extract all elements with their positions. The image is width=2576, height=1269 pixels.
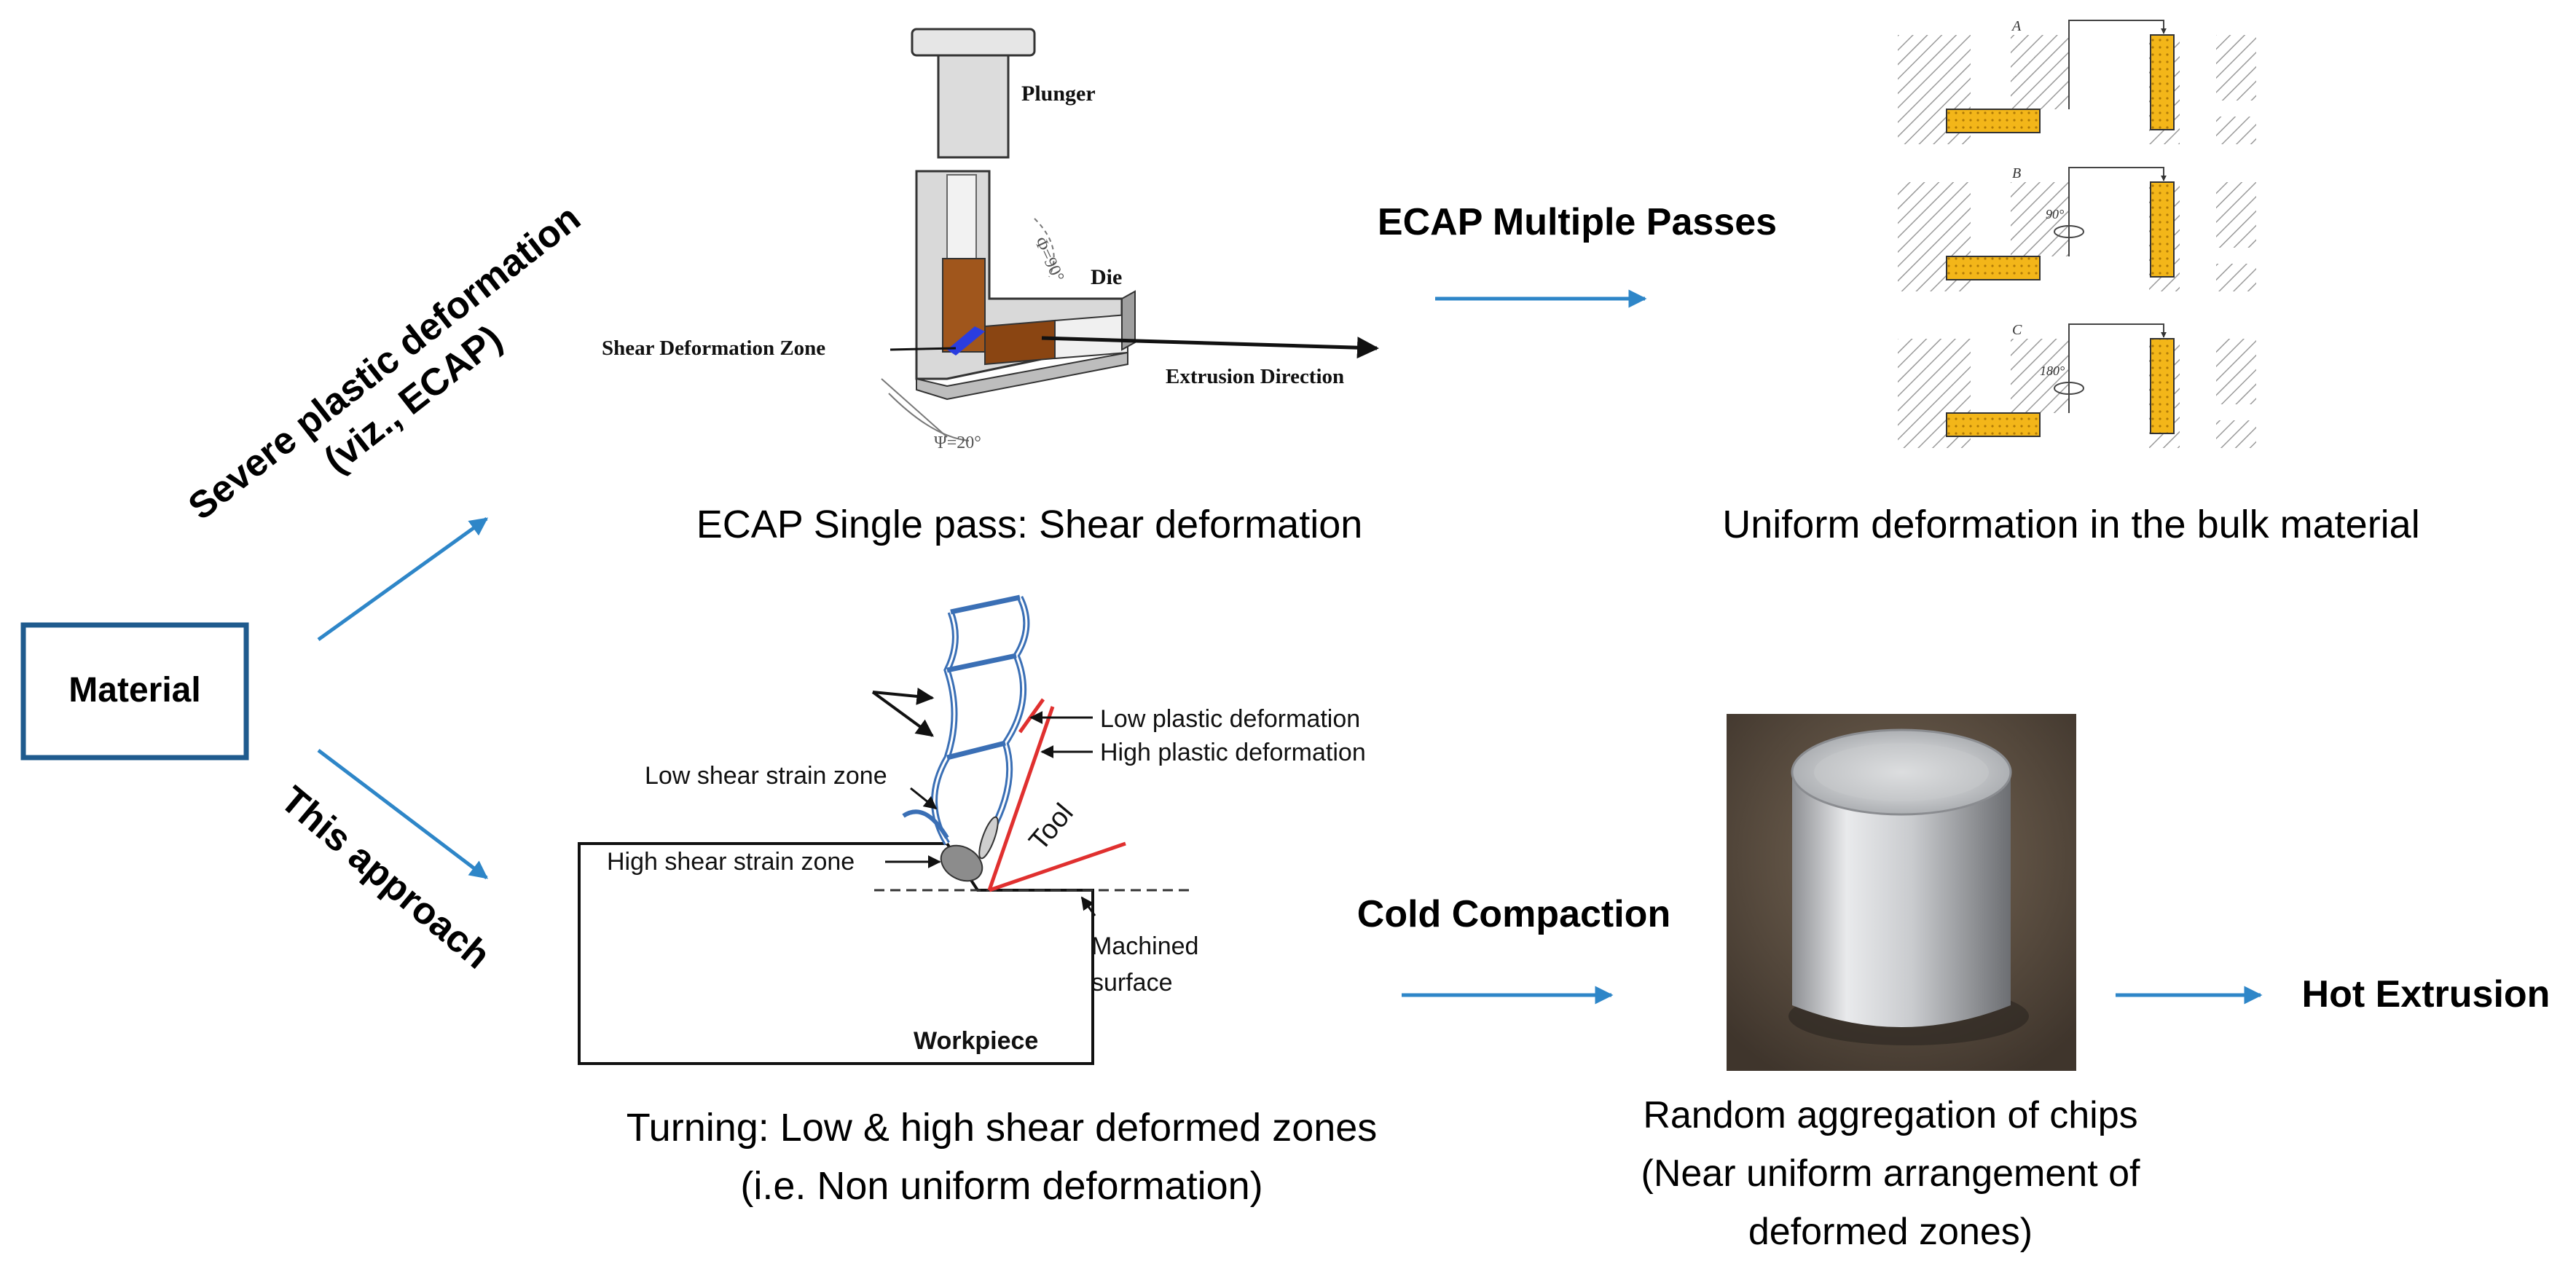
extrusion-arrow: [1041, 336, 1379, 359]
ecap-route-diagrams: A B 90° C 180°: [1898, 18, 2256, 448]
cold-compaction-label: Cold Compaction: [1357, 893, 1670, 935]
route-c-label: C: [2012, 322, 2022, 338]
high-plastic-label: High plastic deformation: [1100, 739, 1366, 766]
route-b-label: B: [2012, 165, 2021, 181]
high-shear-label: High shear strain zone: [607, 848, 855, 876]
die-label: Die: [1091, 265, 1122, 289]
branch-arrow-top: [317, 516, 489, 642]
turning-illustration: [578, 594, 1195, 1065]
low-plastic-label: Low plastic deformation: [1100, 705, 1360, 733]
tool-label: Tool: [1024, 798, 1080, 856]
compaction-caption-line3: deformed zones): [1748, 1211, 2033, 1253]
ecap-single-pass-caption: ECAP Single pass: Shear deformation: [696, 503, 1363, 546]
psi-angle-label: Ψ=20°: [934, 433, 981, 452]
hot-extrusion-label: Hot Extrusion: [2302, 973, 2551, 1015]
compacted-billet-photo: [1727, 714, 2076, 1071]
low-shear-label: Low shear strain zone: [645, 762, 887, 790]
compaction-caption-line1: Random aggregation of chips: [1643, 1094, 2137, 1136]
extrusion-direction-label: Extrusion Direction: [1166, 365, 1344, 388]
uniform-deformation-caption: Uniform deformation in the bulk material: [1722, 503, 2419, 546]
branch-label-bottom: This approach: [272, 779, 498, 978]
material-label: Material: [68, 671, 200, 710]
branch-label-top-line1: Severe plastic deformation: [181, 197, 588, 528]
ecap-die-illustration: [881, 28, 1136, 441]
workpiece-label: Workpiece: [914, 1027, 1038, 1055]
route-a-label: A: [2011, 18, 2022, 34]
material-box: [20, 622, 249, 761]
route-c-rotation: 180°: [2040, 364, 2065, 378]
compaction-caption-line2: (Near uniform arrangement of: [1641, 1152, 2141, 1195]
turning-caption-line2: (i.e. Non uniform deformation): [740, 1164, 1263, 1208]
branch-arrow-bottom: [317, 749, 488, 879]
shear-zone-label: Shear Deformation Zone: [602, 337, 825, 360]
machined-label-line1: Machined: [1091, 932, 1198, 960]
ecap-multiple-passes-label: ECAP Multiple Passes: [1378, 201, 1777, 243]
machined-label-line2: surface: [1091, 969, 1173, 997]
phi-angle-label: Φ=90°: [1031, 235, 1068, 286]
plunger-label: Plunger: [1021, 82, 1096, 106]
turning-caption-line1: Turning: Low & high shear deformed zones: [627, 1106, 1378, 1150]
route-b-rotation: 90°: [2046, 207, 2064, 221]
shear-zone-pointer: [890, 347, 957, 351]
